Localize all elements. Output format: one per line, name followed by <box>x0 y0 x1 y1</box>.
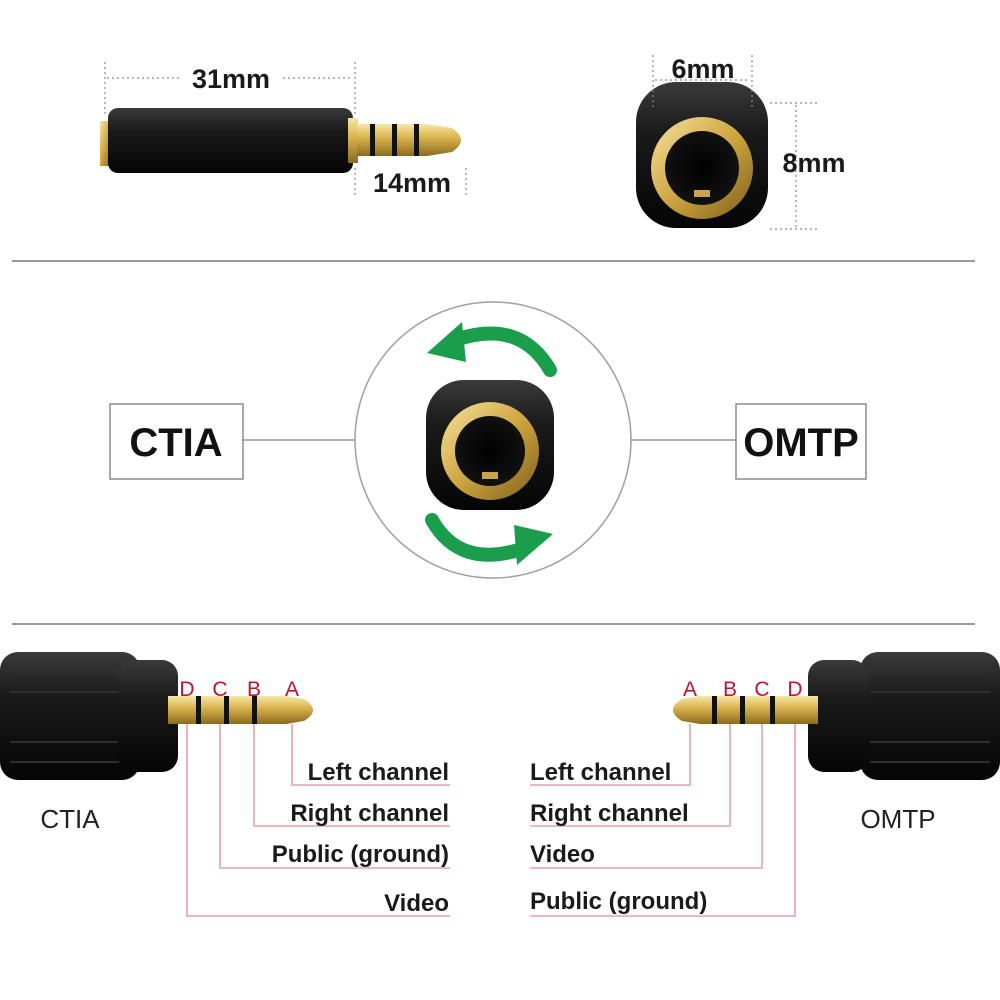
ctia-pin-letter: B <box>247 678 261 701</box>
omtp-box <box>735 403 867 480</box>
rotate-arrow-bottom-icon <box>425 513 553 565</box>
rotate-arrow-top-icon <box>427 322 557 377</box>
ctia-box-label: CTIA <box>129 421 222 465</box>
outer-diameter-dimension: 8mm <box>782 148 845 178</box>
omtp-channel-label: Left channel <box>530 759 671 786</box>
dimension-section: 31mm 14mm 6mm <box>100 54 846 230</box>
ctia-channel-label: Left channel <box>308 759 449 786</box>
omtp-pin-letter: A <box>683 678 697 701</box>
plug-length-dimension: 14mm <box>373 168 451 198</box>
ctia-channel-label: Right channel <box>290 800 449 827</box>
inner-diameter-dimension: 6mm <box>671 54 734 84</box>
omtp-pin-letter: D <box>787 678 802 701</box>
omtp-channel-label: Right channel <box>530 800 689 827</box>
switch-section: CTIA OMTP <box>109 301 867 579</box>
omtp-channel-label: Public (ground) <box>530 888 707 915</box>
omtp-standard-label: OMTP <box>860 804 935 834</box>
ctia-pinout: D C B A Left channel Right channel Publi… <box>0 652 450 917</box>
omtp-box-label: OMTP <box>743 421 859 465</box>
ctia-pin-letter: C <box>212 678 227 701</box>
ctia-standard-label: CTIA <box>40 804 100 834</box>
ctia-channel-label: Video <box>384 890 449 917</box>
ctia-pin-letter: A <box>285 678 299 701</box>
ctia-box <box>109 403 244 480</box>
omtp-pin-letter: C <box>754 678 769 701</box>
adapter-front-view <box>636 82 768 228</box>
ctia-pin-letter: D <box>179 678 194 701</box>
ctia-channel-label: Public (ground) <box>272 841 449 868</box>
length-dimension: 31mm <box>192 64 270 94</box>
omtp-pinout: A B C D Left channel Right channel Video… <box>530 652 1000 917</box>
omtp-channel-label: Video <box>530 841 595 868</box>
adapter-side-view <box>100 108 461 173</box>
omtp-pin-letter: B <box>723 678 737 701</box>
adapter-rotate-view <box>426 380 554 510</box>
